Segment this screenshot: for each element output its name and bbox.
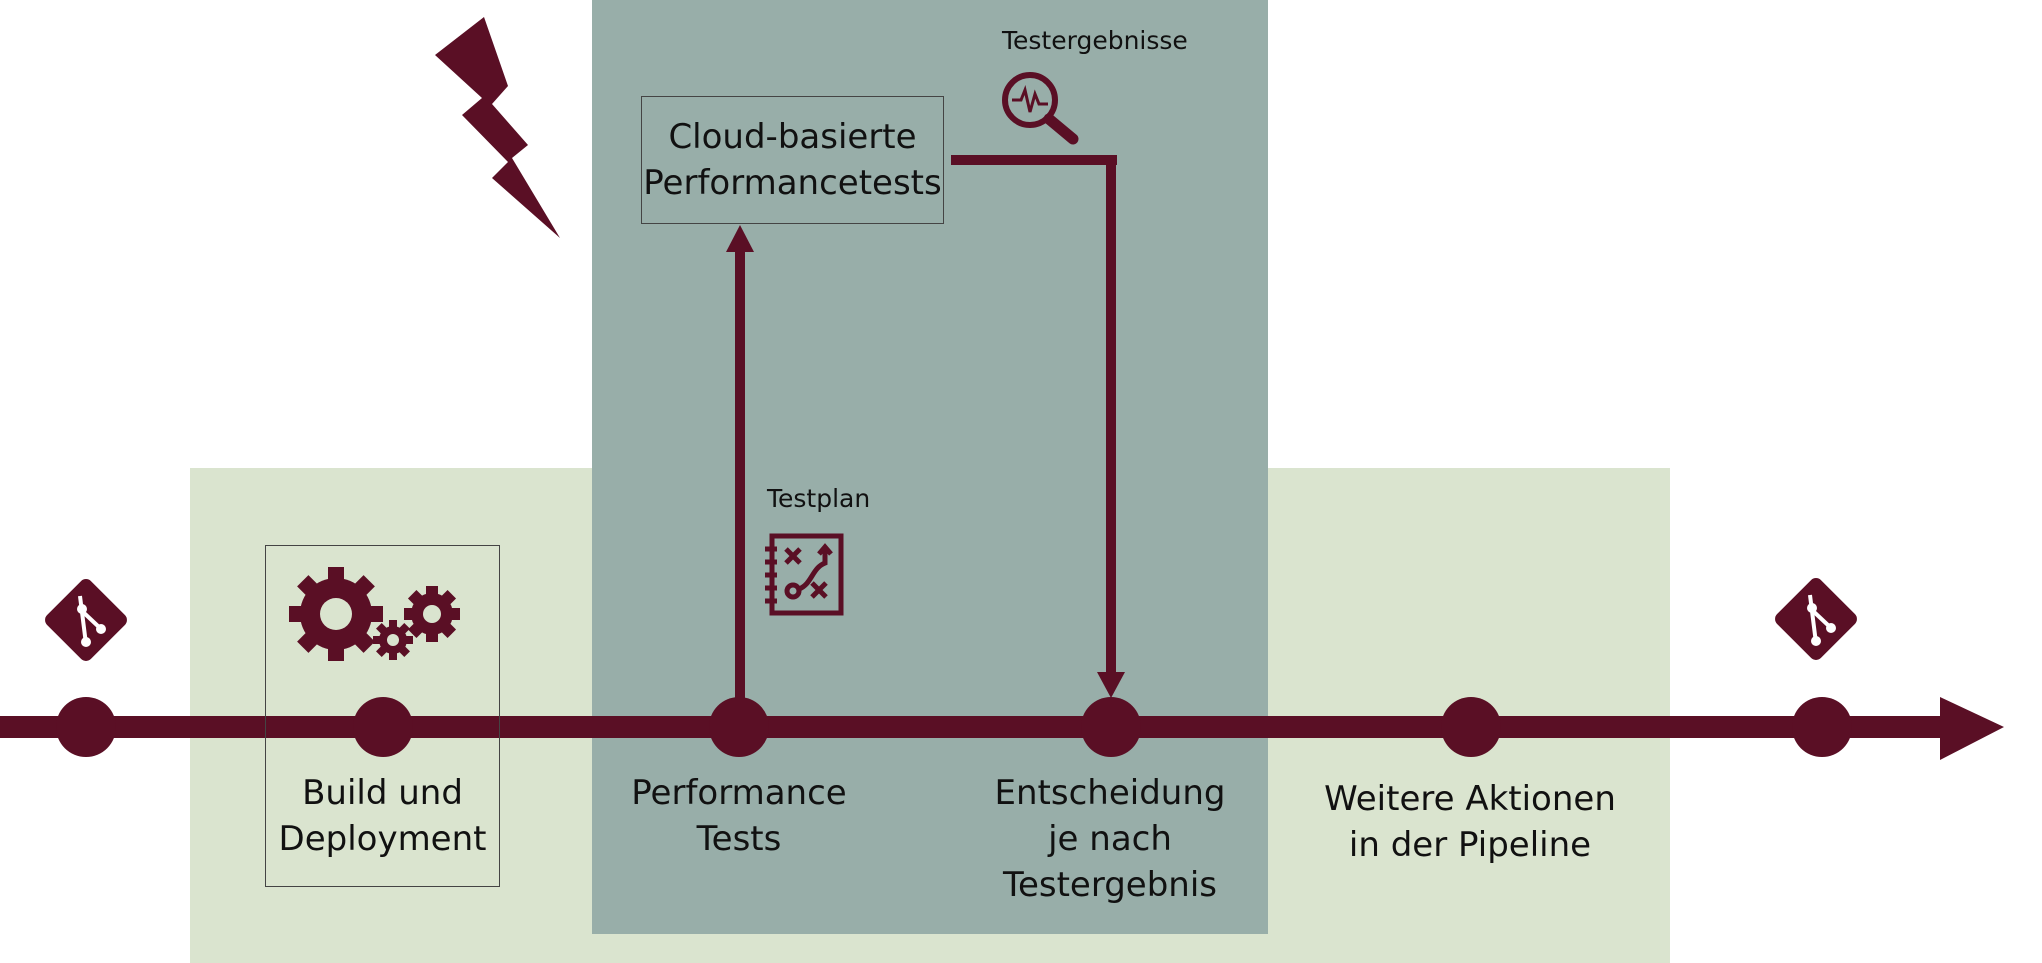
performance-test-area-background bbox=[592, 0, 1268, 934]
pipeline-node-further bbox=[1441, 697, 1501, 757]
pipeline-node-start bbox=[56, 697, 116, 757]
results-connector-horizontal bbox=[951, 155, 1117, 165]
strategy-plan-icon bbox=[765, 533, 844, 616]
pipeline-node-decision bbox=[1081, 697, 1141, 757]
magnifier-pulse-icon bbox=[1002, 72, 1079, 145]
testplan-label: Testplan bbox=[767, 484, 871, 513]
decision-label: Entscheidung je nach Testergebnis bbox=[994, 773, 1226, 905]
git-icon bbox=[45, 579, 127, 661]
performance-tests-label: Performance Tests bbox=[631, 773, 847, 859]
pipeline-node-end bbox=[1792, 697, 1852, 757]
lightning-icon bbox=[435, 17, 560, 238]
test-results-label: Testergebnisse bbox=[1002, 26, 1188, 55]
pipeline-node-performance bbox=[709, 697, 769, 757]
pipeline-arrowhead bbox=[1940, 697, 2004, 760]
build-deployment-label: Build und Deployment bbox=[278, 773, 487, 859]
results-connector-arrowhead bbox=[1097, 672, 1125, 698]
testplan-connector-arrowhead bbox=[726, 225, 754, 252]
cloud-performance-tests-box: Cloud-basierte Performancetests bbox=[641, 96, 944, 224]
results-connector-vertical bbox=[1106, 155, 1116, 675]
gears-icon bbox=[289, 567, 460, 661]
further-actions-label: Weitere Aktionen in der Pipeline bbox=[1324, 779, 1616, 865]
git-icon bbox=[1775, 578, 1857, 660]
testplan-connector-line bbox=[735, 250, 745, 700]
build-step-box bbox=[265, 545, 500, 887]
pipeline-node-build bbox=[353, 697, 413, 757]
